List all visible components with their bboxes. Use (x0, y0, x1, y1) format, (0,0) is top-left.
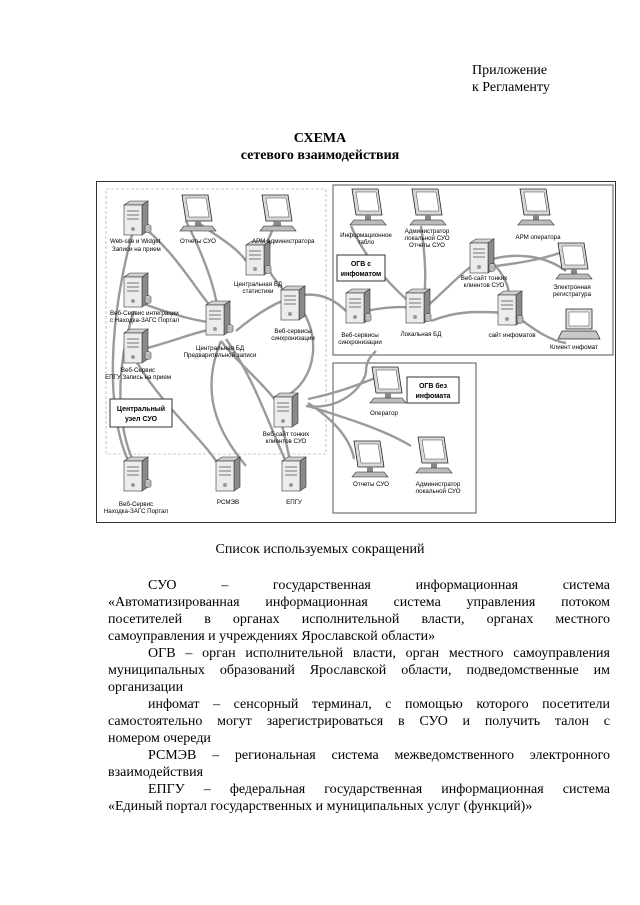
node-caption: Клиент инфомат (550, 344, 598, 351)
epgu-service-server-icon (123, 328, 149, 364)
disk-icon (364, 313, 372, 322)
node-caption: сайт инфоматов (488, 332, 536, 339)
prelim-db-server-icon (205, 300, 231, 336)
node-caption: Веб-Сервис (121, 367, 155, 374)
node-caption: Предварительной записи (184, 352, 257, 359)
ogv-with-label-box (336, 254, 386, 282)
node-caption: АРМ оператора (515, 234, 561, 241)
node-caption: Веб-сайт тонких (461, 275, 508, 282)
node-caption: с Находка-ЗАГС Портал (110, 317, 180, 324)
node-caption: Веб-Сервис (119, 501, 153, 508)
thin-center-server-icon (273, 392, 299, 428)
text-line: самоуправления и учреждениях Ярославской… (108, 629, 436, 644)
appendix-line-1: Приложение (472, 63, 548, 78)
node-caption: Администратор (416, 481, 461, 488)
disk-icon (144, 351, 152, 360)
ogv-without-label: ОГВ без (419, 382, 448, 390)
text-line: ЕПГУ – федеральная государственная инфор… (148, 782, 610, 797)
ogv-with-label-2: инфоматом (341, 271, 381, 278)
text-line: муниципальных образований Ярославской об… (108, 663, 610, 678)
node-caption: статистики (242, 288, 274, 295)
node-caption: синхронизации (271, 335, 315, 342)
epgu-server-icon (281, 456, 307, 492)
node-caption: АРМ администратора (252, 238, 315, 245)
node-caption: Веб-сайт тонких (263, 431, 310, 438)
ogv-with-label: ОГВ с (351, 261, 371, 268)
ogv-without-infomat-frame (332, 362, 477, 514)
ogv-without-label-box (406, 376, 460, 404)
node-caption: Администратор (405, 228, 450, 235)
node-caption: регистратура (553, 291, 592, 298)
disk-icon (226, 324, 234, 333)
node-caption: Веб-Сервис интеграции (110, 310, 179, 317)
text-line: РСМЭВ – региональная система межведомств… (148, 748, 610, 763)
node-caption: Отчеты СУО (180, 238, 216, 245)
node-caption: Центральная БД (196, 345, 245, 352)
disk-icon (144, 224, 152, 233)
center-group-frame (105, 188, 327, 455)
disk-icon (424, 313, 432, 322)
ogv-with-infomat-frame (332, 184, 614, 356)
node-caption: Отчеты СУО (409, 242, 445, 249)
node-caption: Центральная БД (234, 281, 283, 288)
center-group-label-box (109, 398, 173, 428)
zags-portal-server-icon (123, 456, 149, 492)
disk-icon (516, 315, 524, 324)
ogv-without-label-2: инфомата (415, 393, 450, 400)
web-widget-server-icon (123, 200, 149, 236)
rsmev-server-icon (215, 456, 241, 492)
node-captions: Web-site и Widget Записи на прием Отчеты… (104, 228, 598, 515)
text-line: «Автоматизированная информационная систе… (108, 595, 610, 610)
disk-icon (488, 263, 496, 272)
text-line: посетителей в органах исполнительной вла… (108, 612, 610, 627)
text-line: СУО – государственная информационная сис… (148, 578, 610, 593)
text-line: самостоятельно могут зарегистрироваться … (108, 714, 610, 729)
node-caption: Оператор (370, 410, 399, 417)
abbreviations-title: Список используемых сокращений (215, 542, 425, 557)
integration-server-icon (123, 272, 149, 308)
text-line: инфомат – сенсорный терминал, с помощью … (148, 697, 610, 712)
abbreviation-infomat: инфомат – сенсорный терминал, с помощью … (108, 696, 610, 747)
node-caption: синхронизации (338, 339, 382, 346)
node-caption: Записи на прием (112, 246, 161, 253)
node-caption: локальной СУО (404, 235, 449, 242)
node-caption: клиентов СУО (266, 438, 307, 445)
appendix-line-2: к Регламенту (472, 80, 550, 95)
text-line: «Единый портал государственных и муницип… (108, 799, 533, 814)
text-line: взаимодействия (108, 765, 204, 780)
node-caption: Веб-сервисы (274, 328, 312, 335)
sync-center-server-icon (280, 285, 306, 321)
node-caption: Веб-сервисы (341, 332, 379, 339)
abbreviation-rsmev: РСМЭВ – региональная система межведомств… (108, 747, 610, 781)
appendix-note: Приложение к Регламенту (472, 62, 550, 96)
node-caption: клиентов СУО (464, 282, 505, 289)
node-caption: локальной СУО (415, 488, 460, 495)
center-group-label-2: узел СУО (125, 416, 158, 423)
node-caption: Локальная БД (401, 331, 443, 338)
text-line: ОГВ – орган исполнительной власти, орган… (148, 646, 610, 661)
node-caption: ЕПГУ Запись на прием (105, 374, 171, 381)
abbreviation-ogv: ОГВ – орган исполнительной власти, орган… (108, 645, 610, 696)
node-caption: Электронная (553, 284, 590, 291)
network-diagram: Центральный узел СУО ОГВ с инфоматом ОГВ… (96, 181, 616, 523)
diagram-title: СХЕМА (293, 131, 347, 146)
abbreviation-epgu: ЕПГУ – федеральная государственная инфор… (108, 781, 610, 815)
node-caption: РСМЭВ (217, 499, 239, 506)
node-caption: Информационное (340, 232, 392, 239)
node-caption: Отчеты СУО (353, 481, 389, 488)
disk-icon (144, 479, 152, 488)
disk-icon (144, 295, 152, 304)
text-line: номером очереди (108, 731, 211, 746)
center-group-label: Центральный (117, 405, 165, 413)
node-caption: Web-site и Widget (110, 238, 161, 245)
node-caption: табло (358, 239, 375, 246)
text-line: организации (108, 680, 184, 695)
abbreviation-suo: СУО – государственная информационная сис… (108, 577, 610, 645)
node-caption: ЕПГУ (286, 499, 302, 506)
diagram-subtitle: сетевого взаимодействия (240, 148, 400, 163)
node-caption: Находка-ЗАГС Портал (104, 508, 169, 515)
disk-icon (264, 265, 272, 274)
